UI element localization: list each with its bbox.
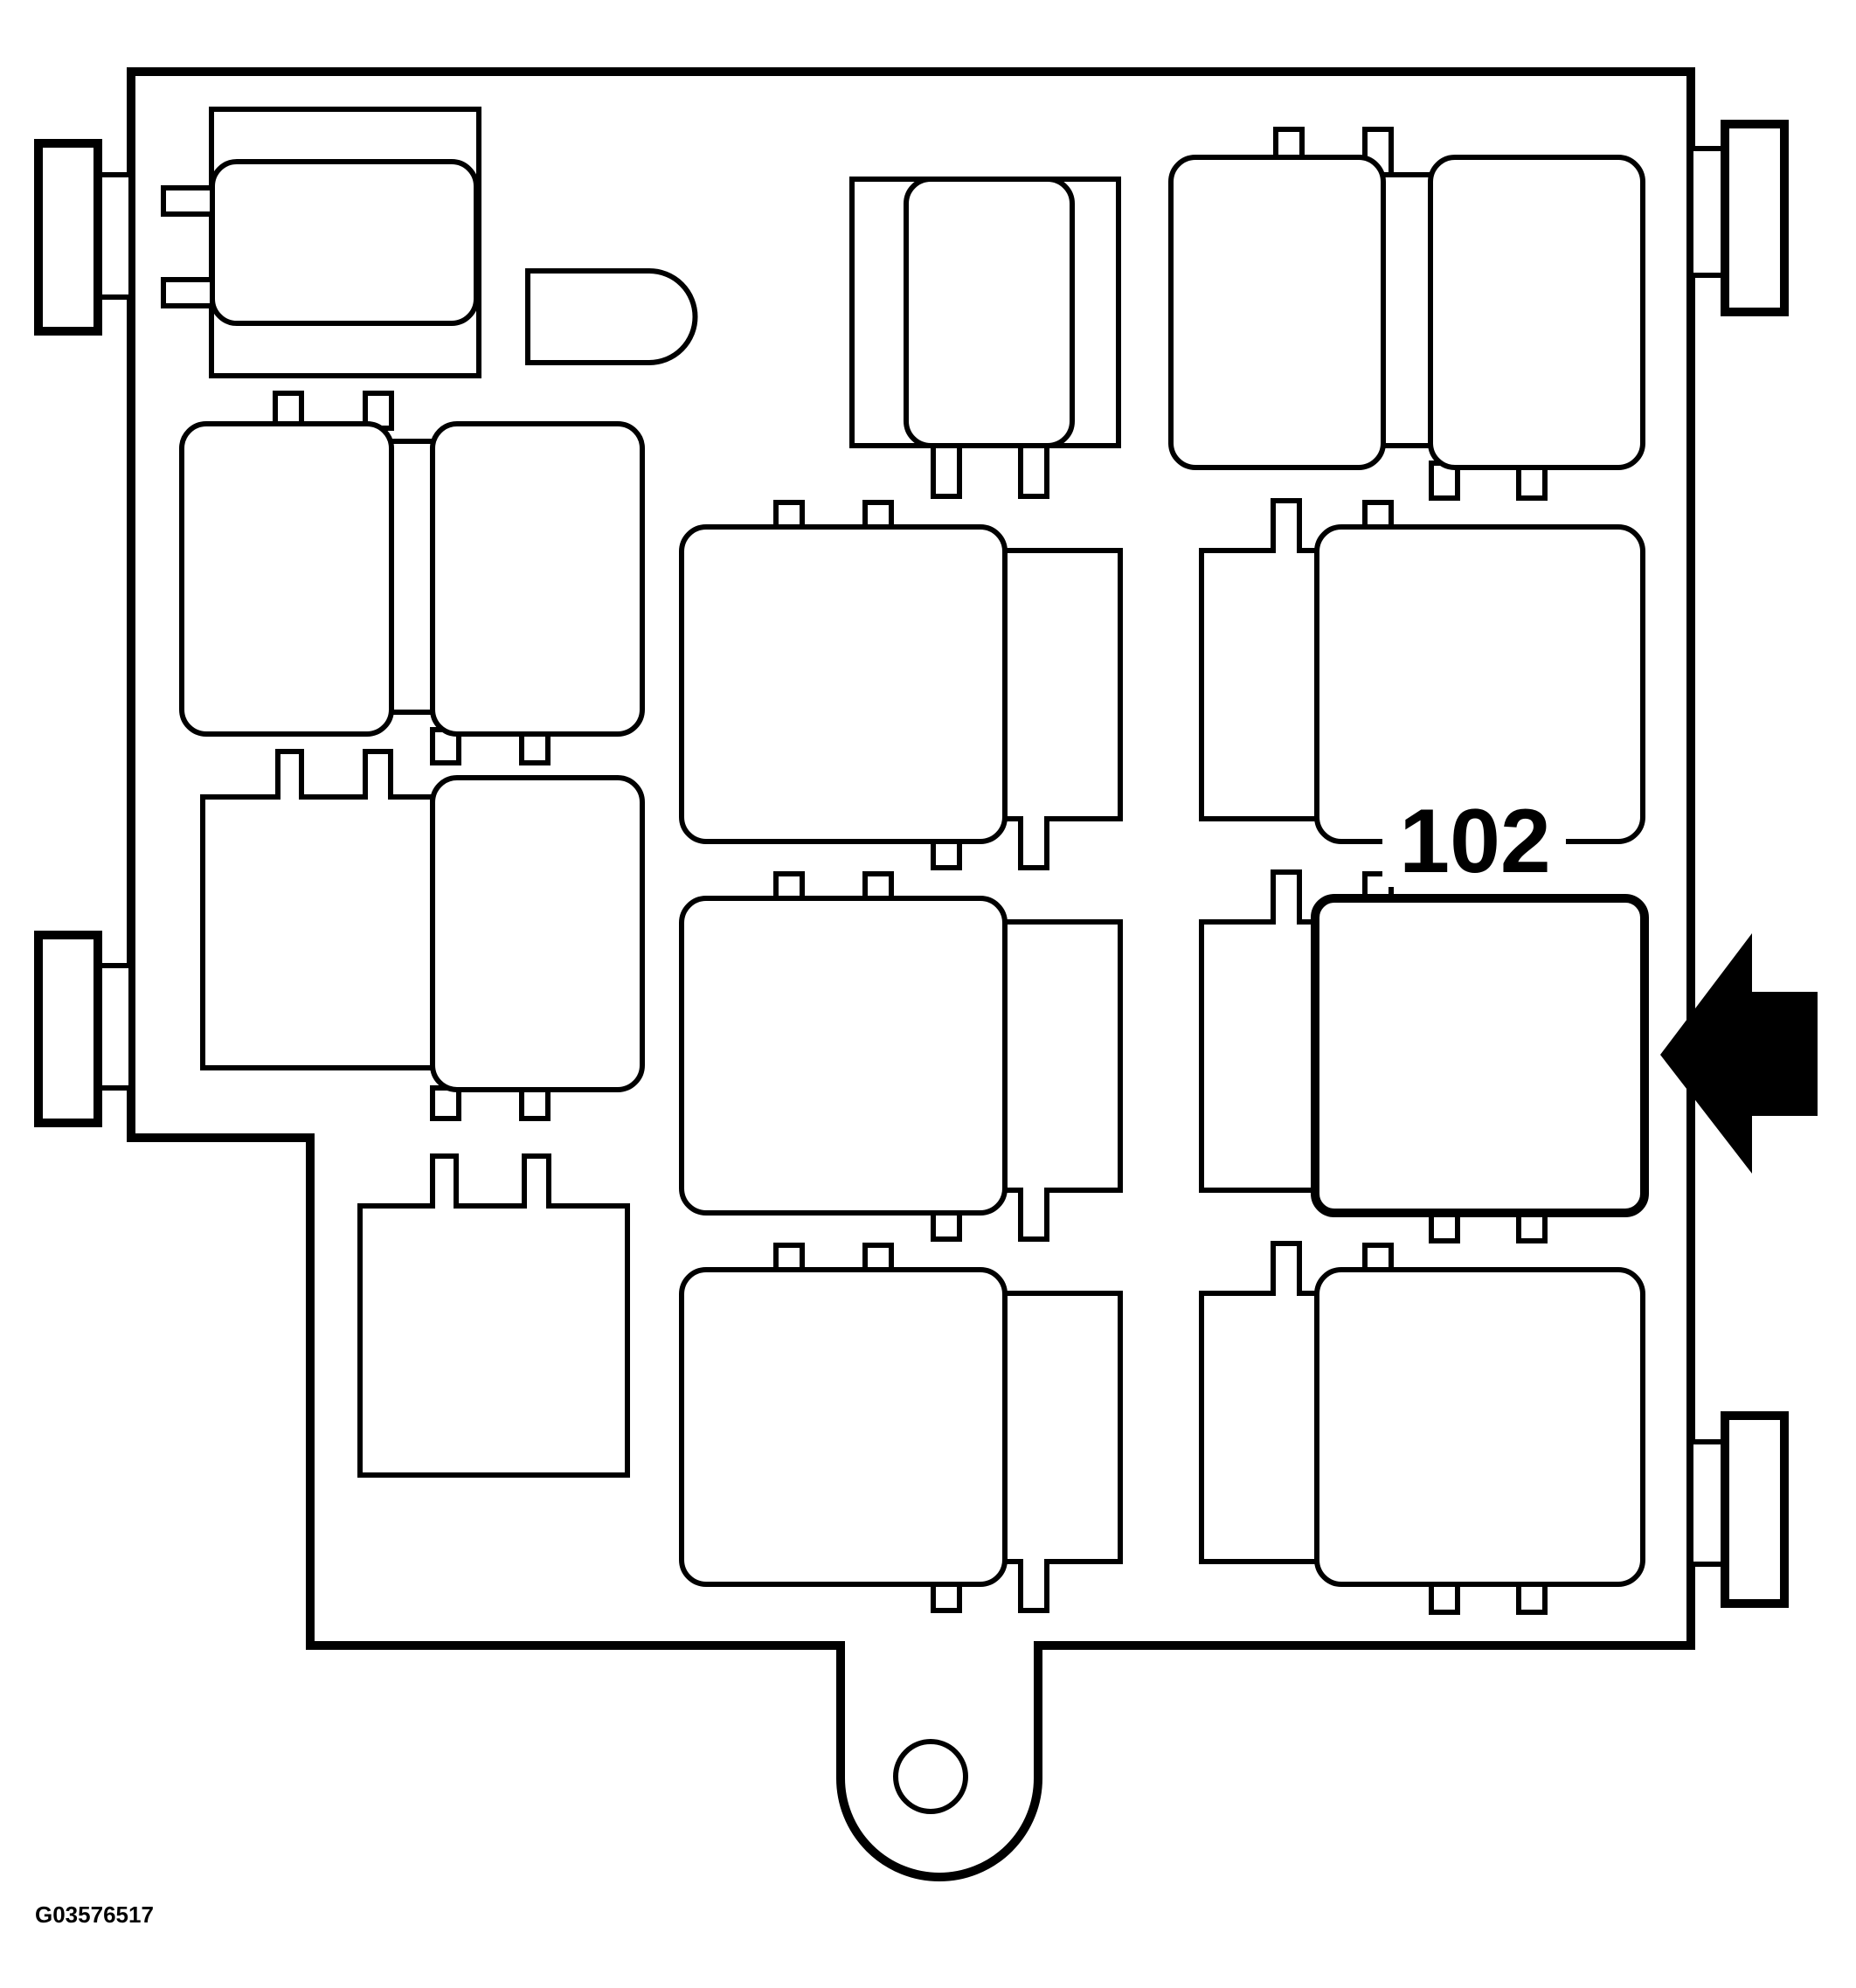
mounting-clip-right-bottom — [1688, 1411, 1789, 1608]
relay-right-3 — [1199, 1241, 1645, 1615]
relay-right-1 — [1199, 498, 1645, 844]
mounting-clip-left-top — [34, 139, 134, 336]
relay-left-middle — [200, 749, 645, 1121]
relay-top-left — [161, 107, 481, 378]
callout-label-background — [1382, 786, 1566, 887]
relay-center-3 — [679, 1243, 1123, 1613]
relay-102 — [1199, 869, 1649, 1243]
relay-center-2 — [679, 871, 1123, 1242]
mounting-clip-left-bottom — [34, 931, 134, 1127]
mounting-hole — [893, 1739, 968, 1814]
relay-left-bottom — [357, 1153, 630, 1478]
relay-pair-left-upper — [179, 391, 645, 765]
relay-pair-top-right — [1168, 127, 1645, 501]
callout-label: 102 — [1399, 791, 1551, 892]
pointer-arrow — [1660, 933, 1818, 1174]
figure-id: G03576517 — [35, 1901, 154, 1928]
mounting-clip-right-top — [1688, 120, 1789, 316]
relay-center-1 — [679, 500, 1123, 870]
relay-top-center — [849, 177, 1121, 499]
bullet-component — [525, 268, 698, 365]
